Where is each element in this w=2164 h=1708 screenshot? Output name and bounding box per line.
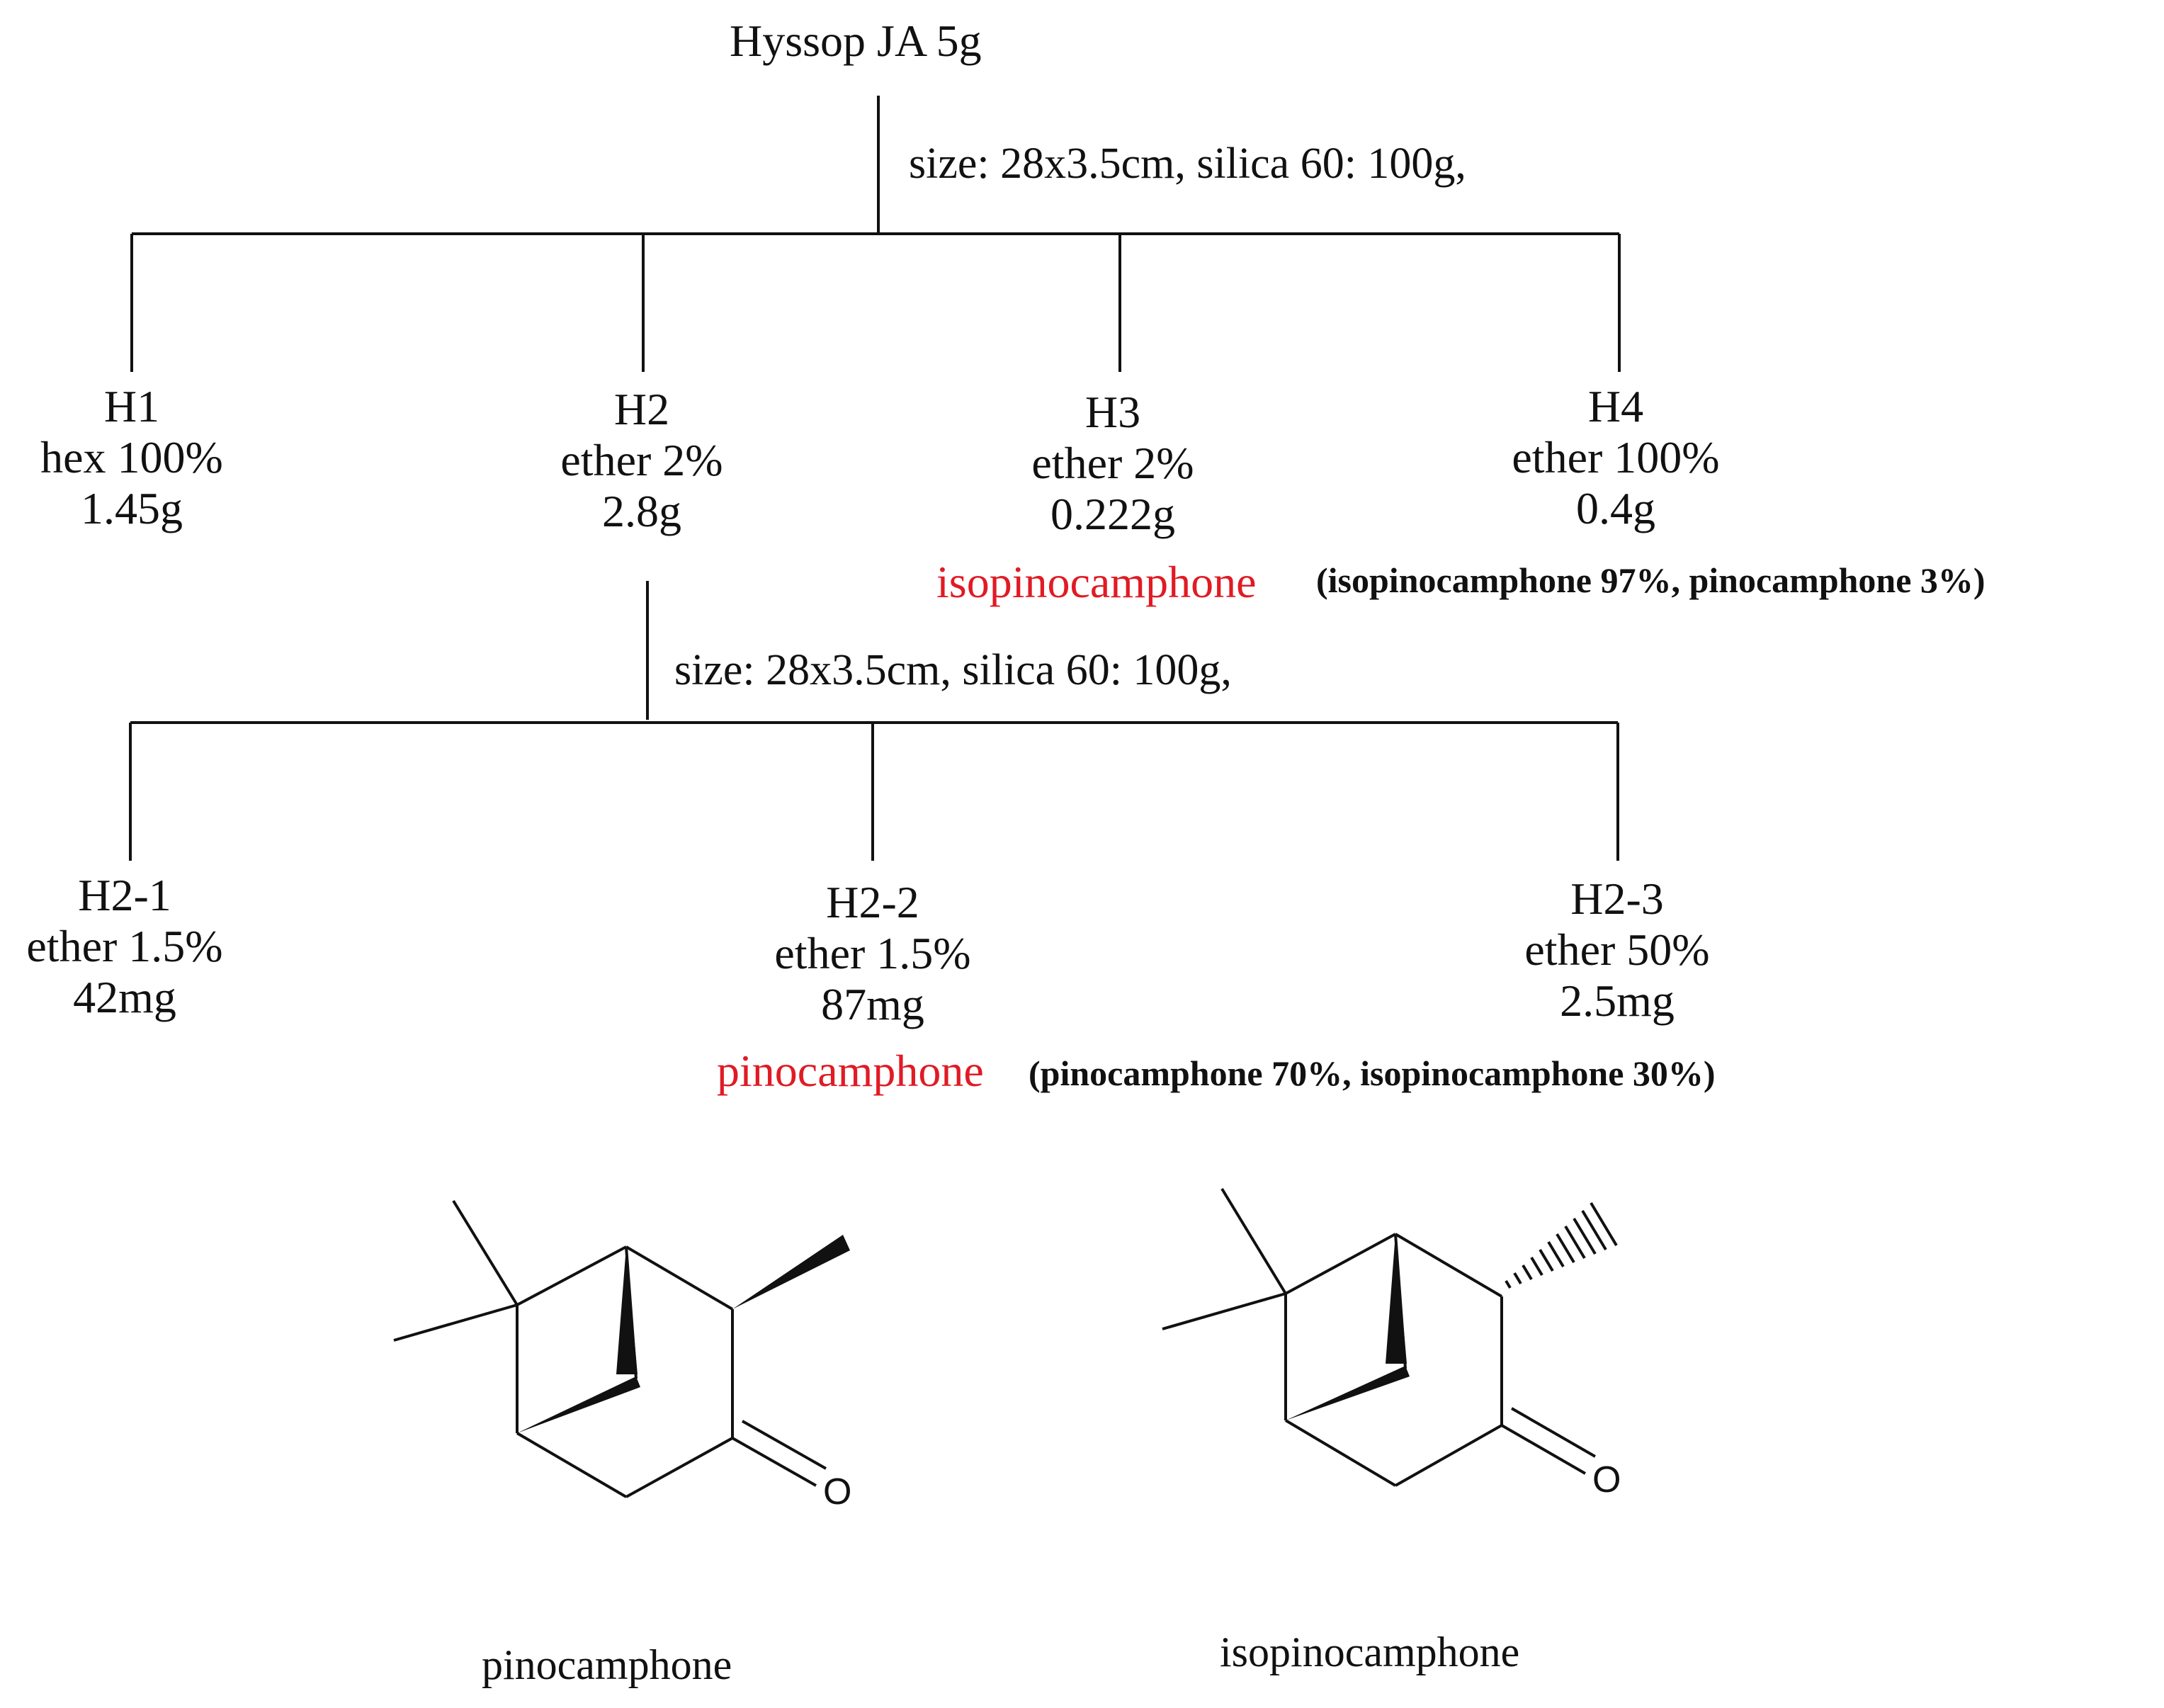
fraction-node-h2: H2 ether 2% 2.8g — [429, 384, 854, 537]
fraction-mass: 1.45g — [81, 483, 183, 533]
fraction-id: H1 — [103, 381, 160, 431]
h3-composition-label: (isopinocamphone 97%, pinocamphone 3%) — [1316, 560, 1985, 600]
isopinocamphone-oxygen-atom: O — [1592, 1459, 1621, 1500]
fraction-id: H2-3 — [1570, 873, 1664, 924]
h2-2-compound-label: pinocamphone — [717, 1046, 984, 1096]
isopinocamphone-caption: isopinocamphone — [1220, 1629, 1520, 1675]
fraction-mass: 42mg — [73, 972, 176, 1022]
pinocamphone-structure — [393, 1199, 850, 1498]
h2-2-composition-label: (pinocamphone 70%, isopinocamphone 30%) — [1029, 1053, 1716, 1093]
fraction-solvent: ether 1.5% — [774, 928, 971, 978]
fraction-solvent: ether 2% — [1031, 438, 1194, 488]
fraction-id: H4 — [1587, 381, 1644, 431]
fraction-mass: 0.4g — [1576, 483, 1655, 533]
fraction-solvent: hex 100% — [40, 432, 223, 482]
fraction-solvent: ether 100% — [1512, 432, 1720, 482]
pinocamphone-oxygen-atom: O — [823, 1471, 852, 1512]
subfraction-node-h2-2: H2-2 ether 1.5% 87mg — [660, 877, 1085, 1030]
fraction-id: H2 — [613, 384, 670, 434]
fraction-mass: 2.8g — [602, 486, 681, 536]
fraction-id: H3 — [1084, 387, 1141, 437]
subfraction-node-h2-3: H2-3 ether 50% 2.5mg — [1405, 873, 1830, 1027]
fraction-solvent: ether 1.5% — [26, 921, 223, 971]
fraction-node-h3: H3 ether 2% 0.222g — [900, 387, 1325, 540]
root-label: Hyssop JA 5g — [730, 16, 982, 66]
fraction-mass: 0.222g — [1050, 489, 1175, 539]
fraction-id: H2-1 — [78, 870, 171, 920]
fraction-solvent: ether 50% — [1524, 924, 1710, 975]
fraction-mass: 87mg — [821, 979, 924, 1029]
h3-compound-label: isopinocamphone — [936, 557, 1257, 607]
subfraction-node-h2-1: H2-1 ether 1.5% 42mg — [0, 870, 337, 1023]
fraction-node-h1: H1 hex 100% 1.45g — [0, 381, 344, 534]
isopinocamphone-structure — [1162, 1187, 1618, 1487]
fraction-id: H2-2 — [826, 877, 919, 927]
pinocamphone-caption: pinocamphone — [482, 1641, 732, 1688]
fraction-mass: 2.5mg — [1560, 975, 1675, 1026]
column-note-1: size: 28x3.5cm, silica 60: 100g, — [909, 140, 1466, 188]
fraction-solvent: ether 2% — [560, 435, 723, 485]
column-note-2: size: 28x3.5cm, silica 60: 100g, — [674, 646, 1232, 694]
fraction-node-h4: H4 ether 100% 0.4g — [1403, 381, 1828, 534]
